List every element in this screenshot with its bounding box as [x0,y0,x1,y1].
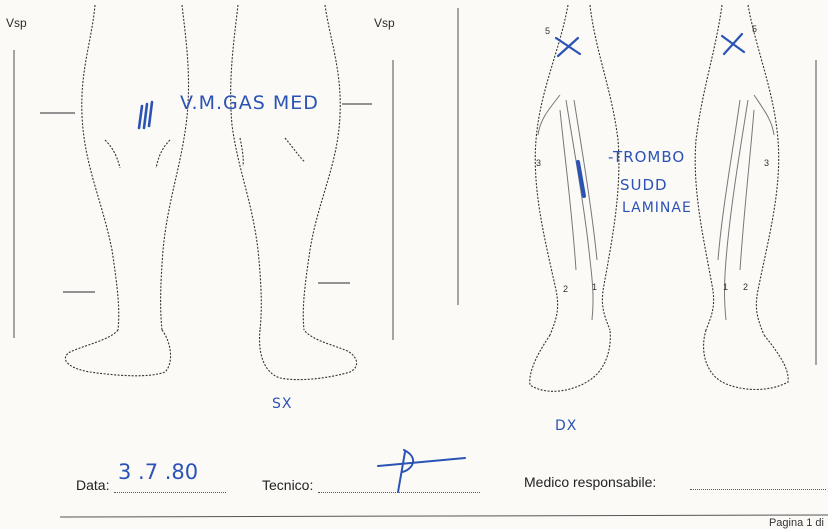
handwritten-side-sx: SX [272,396,292,412]
anterior-right-leg [695,5,788,390]
data-label: Data: [76,477,109,493]
vein-number-1-left: 1 [592,282,597,292]
anterior-left-leg [530,5,619,391]
tecnico-label: Tecnico: [262,477,313,493]
vein-number-2-right: 2 [743,282,748,292]
vein-number-5-right: 5 [752,24,757,34]
handwritten-side-dx: DX [555,418,577,434]
vein-number-3-left: 3 [536,158,541,168]
data-field-line [114,492,226,493]
handwritten-thrombo-line-3: LAMINAE [622,200,692,216]
handwritten-thrombo-line-1: -TROMBO [608,148,685,166]
vein-number-1-right: 1 [723,282,728,292]
vein-number-2-left: 2 [563,284,568,294]
left-vsp-label: Vsp [6,16,27,30]
page-number: Pagina 1 di [769,517,824,529]
medico-field-line [690,489,826,490]
right-vsp-label: Vsp [374,16,395,30]
vein-number-3-right: 3 [764,158,769,168]
data-value: 3 .7 .80 [118,460,198,484]
posterior-left-leg [65,5,188,376]
vein-number-5-left: 5 [545,26,550,36]
medico-label: Medico responsabile: [524,474,656,490]
tecnico-field-line [318,492,480,493]
posterior-right-leg [231,5,357,380]
handwritten-thrombo-line-2: SUDD [620,176,668,194]
handwritten-vein-note: V.M.GAS MED [180,92,319,114]
